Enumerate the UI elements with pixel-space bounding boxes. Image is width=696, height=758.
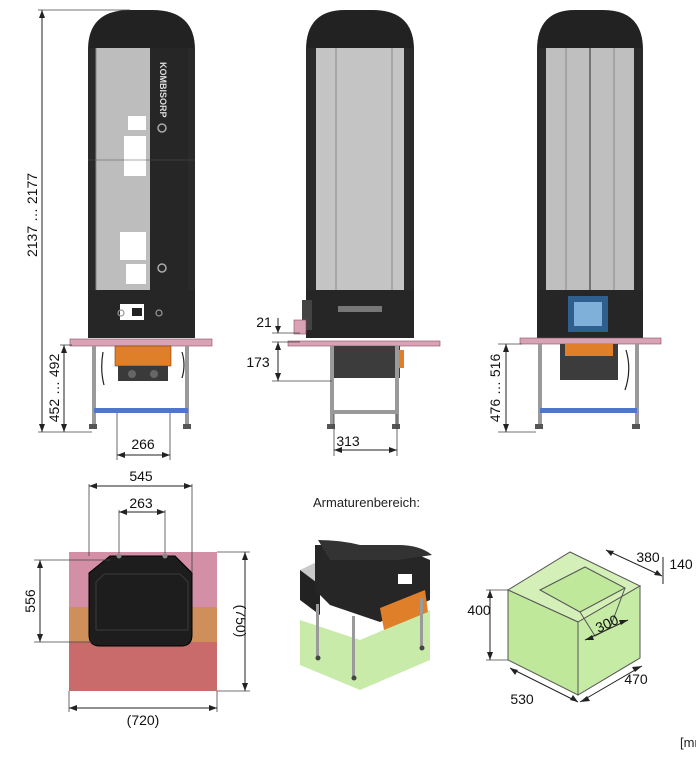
- front-view: KOMBISORP: [69, 10, 213, 429]
- top-dimensions: 545 263 556 (750) (720): [22, 468, 250, 728]
- top-view: [69, 552, 217, 691]
- dim-top-inner-width: 263: [129, 495, 153, 511]
- dim-box-length: 470: [624, 671, 648, 687]
- dim-height-total: 2137 … 2177: [24, 173, 40, 257]
- dim-side-depth: 173: [246, 354, 270, 370]
- fitting-area-caption: Armaturenbereich:: [313, 495, 420, 510]
- dim-width-base-front: 266: [131, 436, 155, 452]
- side-view: [287, 10, 441, 429]
- box-dimensions: 400 380 140 300 530 470: [467, 549, 693, 707]
- front-dimensions: 2137 … 2177 452 … 492 266: [24, 9, 171, 460]
- back-dimensions: 476 … 516: [487, 343, 536, 433]
- brand-text: KOMBISORP: [158, 62, 168, 118]
- dim-box-side: 140: [669, 556, 693, 572]
- dim-top-width-overall: (720): [127, 712, 160, 728]
- unit-label: [mm]: [680, 735, 696, 750]
- dim-top-depth: 556: [22, 589, 38, 613]
- dim-box-height: 400: [467, 602, 491, 618]
- dim-top-width: 545: [129, 468, 153, 484]
- dim-foot-height-back: 476 … 516: [487, 354, 503, 423]
- back-view: [519, 10, 662, 429]
- fitting-area-isometric: [300, 540, 432, 690]
- dim-top-depth-overall: (750): [233, 605, 249, 638]
- fitting-area-box: [506, 551, 642, 696]
- dim-foot-height-front: 452 … 492: [46, 354, 62, 423]
- dim-box-width: 530: [510, 691, 534, 707]
- dim-box-depth: 380: [636, 549, 660, 565]
- dim-side-offset: 21: [256, 314, 272, 330]
- dim-width-base-side: 313: [336, 433, 360, 449]
- side-dimensions: 21 173 313: [246, 314, 398, 456]
